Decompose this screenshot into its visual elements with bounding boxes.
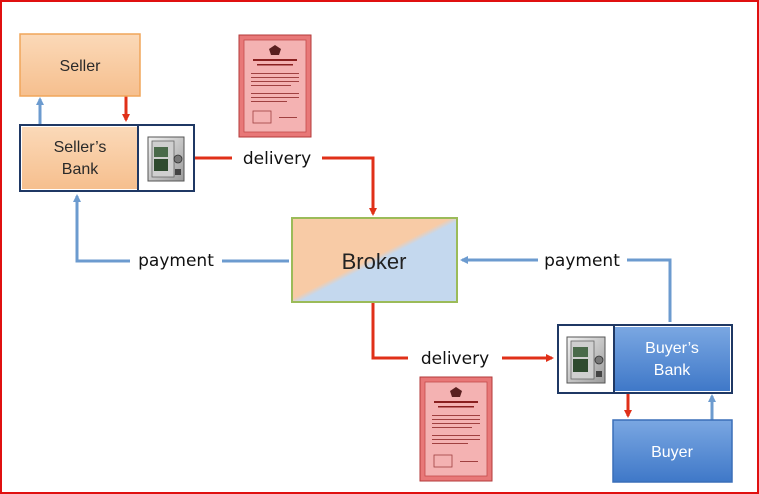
- buyers-bank-label-line1: Buyer’s: [645, 340, 699, 357]
- seller-node: Seller: [19, 33, 141, 97]
- delivery-bottom-label: delivery: [421, 349, 489, 369]
- delivery-bottom-arrow: [371, 302, 552, 358]
- share-certificate-icon: [419, 376, 493, 482]
- payment-left-label: payment: [138, 251, 214, 271]
- payment-right-arrow: [462, 260, 672, 322]
- sellers-bank-node: Seller’s Bank: [19, 124, 195, 192]
- sellers-bank-label-line2: Bank: [62, 161, 99, 178]
- delivery-top-label: delivery: [243, 149, 311, 169]
- buyer-node: Buyer: [612, 419, 733, 483]
- seller-label: Seller: [60, 58, 102, 75]
- payment-left-arrow: [77, 196, 289, 263]
- safe-icon: [142, 129, 190, 187]
- payment-right-label: payment: [544, 251, 620, 271]
- safe-icon: [561, 329, 611, 389]
- broker-node: Broker: [291, 217, 458, 303]
- delivery-top-arrow: [195, 156, 373, 214]
- buyers-bank-label-line2: Bank: [654, 362, 691, 379]
- broker-label: Broker: [342, 249, 407, 274]
- share-certificate-icon: [238, 34, 312, 138]
- sellers-bank-label-line1: Seller’s: [54, 139, 107, 156]
- buyer-label: Buyer: [651, 444, 693, 461]
